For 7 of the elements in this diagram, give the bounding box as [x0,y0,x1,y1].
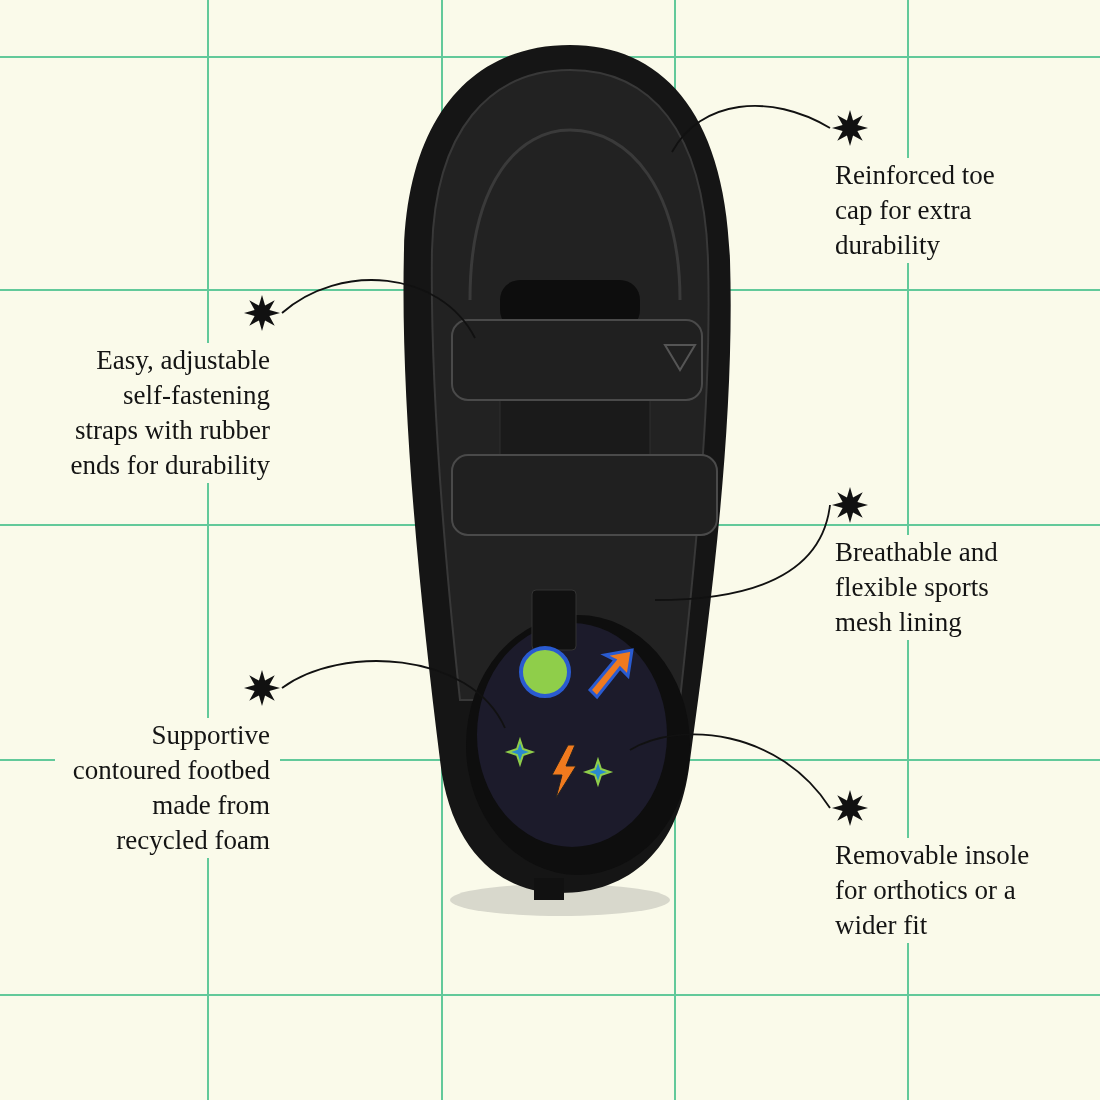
callout [55,670,280,858]
callout [70,295,280,483]
feature-text: Supportive contoured footbed made from recycled foam [55,718,280,858]
leader-line [654,504,831,601]
leader-line [281,279,476,339]
leader-line [671,105,831,153]
leader-line [629,733,831,809]
